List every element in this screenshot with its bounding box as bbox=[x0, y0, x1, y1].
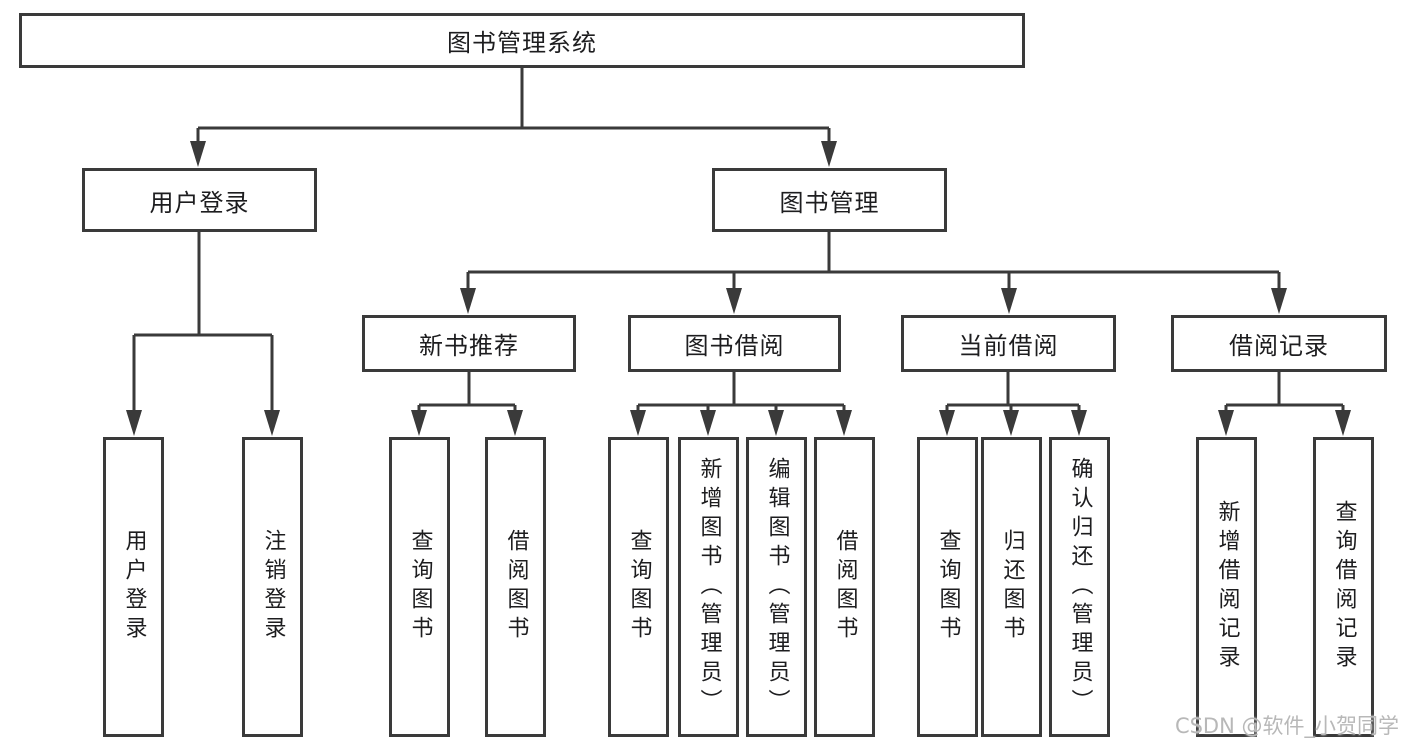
leaf-add-books-admin: 新增图书（管理员） bbox=[678, 437, 739, 737]
leaf-query-books-borrow: 查询图书 bbox=[608, 437, 669, 737]
leaf-query-books-current: 查询图书 bbox=[917, 437, 978, 737]
node-label: 归还图书 bbox=[999, 529, 1025, 645]
node-label: 图书借阅 bbox=[684, 332, 785, 360]
node-label: 当前借阅 bbox=[958, 332, 1059, 360]
leaf-query-books-recommend: 查询图书 bbox=[389, 437, 450, 737]
leaf-logout: 注销登录 bbox=[242, 437, 303, 737]
node-root-library-system: 图书管理系统 bbox=[19, 13, 1025, 68]
node-label: 借阅记录 bbox=[1229, 332, 1329, 360]
node-label: 借阅图书 bbox=[503, 529, 529, 645]
leaf-return-books: 归还图书 bbox=[981, 437, 1042, 737]
node-label: 确认归还（管理员） bbox=[1067, 456, 1093, 718]
leaf-borrow-books: 借阅图书 bbox=[814, 437, 875, 737]
leaf-borrow-books-recommend: 借阅图书 bbox=[485, 437, 546, 737]
leaf-edit-books-admin: 编辑图书（管理员） bbox=[746, 437, 807, 737]
node-label: 借阅图书 bbox=[832, 529, 858, 645]
node-label: 图书管理系统 bbox=[447, 29, 597, 57]
node-label: 用户登录 bbox=[149, 188, 250, 217]
node-book-management: 图书管理 bbox=[712, 168, 947, 232]
node-current-borrow: 当前借阅 bbox=[901, 315, 1116, 372]
node-label: 编辑图书（管理员） bbox=[764, 456, 790, 718]
node-label: 新增借阅记录 bbox=[1214, 500, 1240, 674]
node-label: 查询图书 bbox=[935, 529, 961, 645]
node-label: 查询图书 bbox=[407, 529, 433, 645]
node-label: 图书管理 bbox=[779, 188, 880, 217]
leaf-user-login: 用户登录 bbox=[103, 437, 164, 737]
leaf-query-borrow-record: 查询借阅记录 bbox=[1313, 437, 1374, 737]
node-user-login: 用户登录 bbox=[82, 168, 317, 232]
node-label: 查询借阅记录 bbox=[1331, 500, 1357, 674]
node-label: 查询图书 bbox=[626, 529, 652, 645]
node-book-borrow: 图书借阅 bbox=[628, 315, 841, 372]
leaf-confirm-return-admin: 确认归还（管理员） bbox=[1049, 437, 1110, 737]
node-label: 用户登录 bbox=[121, 529, 147, 645]
node-label: 新书推荐 bbox=[419, 332, 519, 360]
csdn-watermark: CSDN @软件_小贺同学 bbox=[1174, 714, 1399, 738]
node-new-book-recommend: 新书推荐 bbox=[362, 315, 576, 372]
node-label: 注销登录 bbox=[260, 529, 286, 645]
leaf-add-borrow-record: 新增借阅记录 bbox=[1196, 437, 1257, 737]
node-label: 新增图书（管理员） bbox=[696, 456, 722, 718]
node-borrow-record: 借阅记录 bbox=[1171, 315, 1387, 372]
